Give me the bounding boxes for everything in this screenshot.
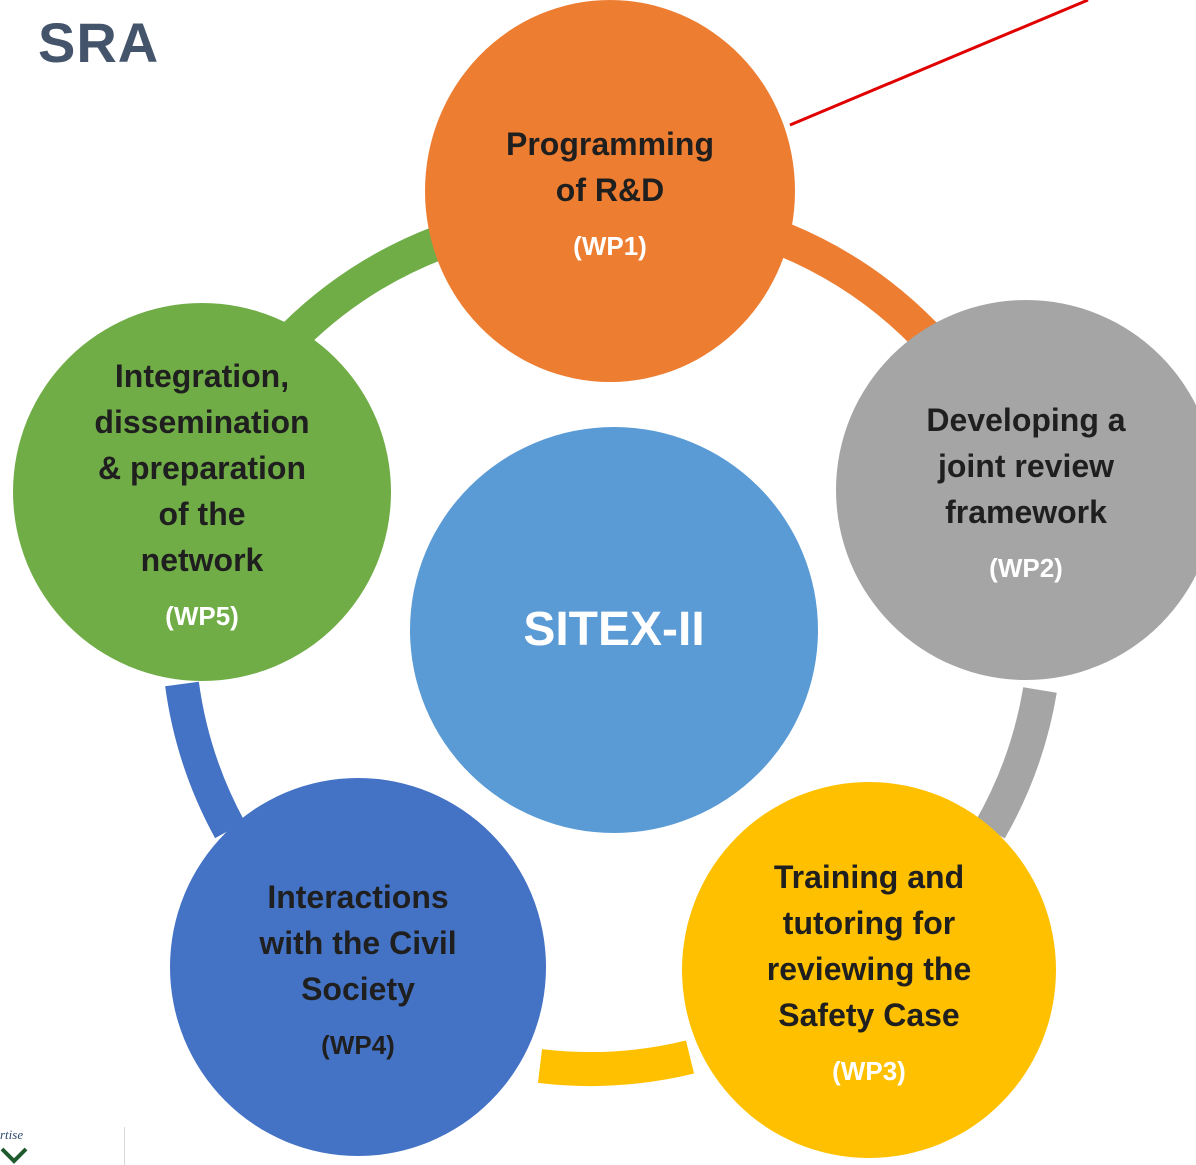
- node-wp3-line-2: tutoring for: [782, 904, 956, 941]
- node-wp5-label: Integration, dissemination & preparation…: [94, 353, 309, 583]
- node-wp4-line-1: Interactions: [267, 878, 449, 915]
- node-wp1-line-1: Programming: [505, 125, 715, 162]
- node-wp1: Programming of R&D (WP1): [425, 0, 795, 382]
- node-wp3-line-4: Safety Case: [778, 996, 960, 1033]
- node-wp5: Integration, dissemination & preparation…: [13, 303, 391, 681]
- node-wp5-line-5: network: [140, 541, 264, 578]
- center-node: SITEX-II: [410, 427, 818, 833]
- node-wp1-code: (WP1): [573, 230, 647, 261]
- node-wp3: Training and tutoring for reviewing the …: [682, 782, 1056, 1158]
- node-wp2-code: (WP2): [989, 552, 1063, 583]
- node-wp4-label: Interactions with the Civil Society: [259, 874, 456, 1012]
- node-wp4-code: (WP4): [321, 1029, 395, 1060]
- logo-text: rtise: [0, 1127, 24, 1142]
- center-label: SITEX-II: [523, 603, 705, 656]
- node-wp2-line-1: Developing a: [926, 401, 1126, 438]
- arc-wp1-wp2: [778, 224, 938, 347]
- node-wp3-line-1: Training and: [773, 858, 965, 895]
- node-wp1-label: Programming of R&D: [506, 121, 714, 213]
- node-wp4-line-2: with the Civil: [259, 924, 457, 961]
- page-title: SRA: [38, 11, 160, 74]
- node-wp2-label: Developing a joint review framework: [926, 397, 1125, 535]
- node-wp3-line-3: reviewing the: [766, 950, 972, 987]
- node-wp3-code: (WP3): [832, 1055, 906, 1086]
- arc-wp3-wp4: [537, 1040, 695, 1087]
- node-wp3-label: Training and tutoring for reviewing the …: [767, 854, 972, 1038]
- node-wp4-line-3: Society: [301, 970, 415, 1007]
- node-wp5-line-2: dissemination: [94, 403, 310, 440]
- node-wp5-code: (WP5): [165, 600, 239, 631]
- node-wp2: Developing a joint review framework (WP2…: [836, 300, 1196, 680]
- node-wp1-line-2: of R&D: [555, 171, 665, 208]
- node-wp2-line-3: framework: [945, 493, 1107, 530]
- node-wp2-line-2: joint review: [937, 447, 1115, 484]
- arc-wp5-wp1: [283, 227, 445, 348]
- partner-logo: rtise: [0, 1127, 125, 1165]
- node-wp5-line-4: of the: [158, 495, 246, 532]
- arc-wp4-wp5: [165, 681, 245, 839]
- logo-mark-icon: [0, 1147, 28, 1164]
- node-wp4: Interactions with the Civil Society (WP4…: [170, 778, 546, 1156]
- arc-wp2-wp3: [975, 687, 1057, 839]
- node-wp5-line-3: & preparation: [97, 449, 307, 486]
- pointer-line: [789, 0, 1089, 127]
- node-wp5-line-1: Integration,: [114, 357, 290, 394]
